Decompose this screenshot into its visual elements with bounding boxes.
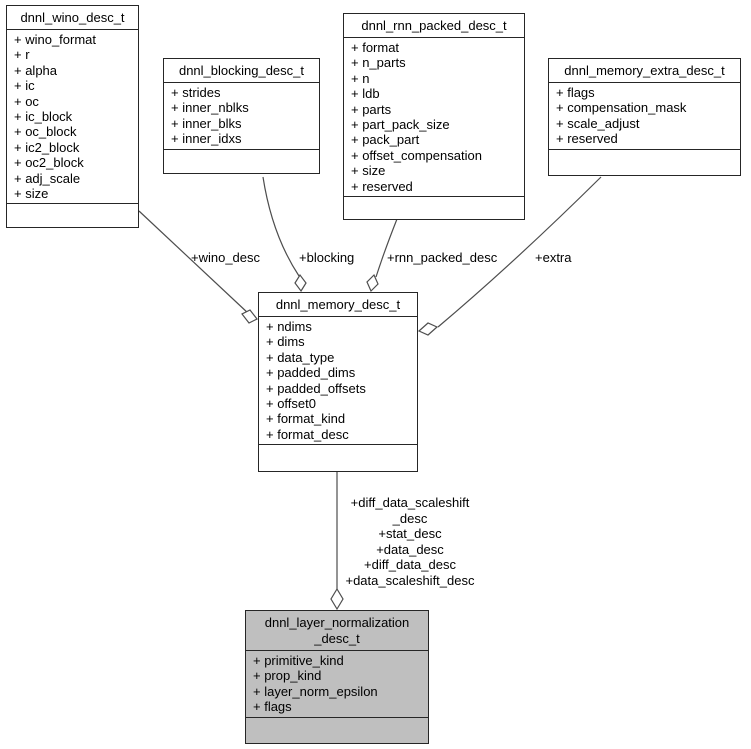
edge-label-wino-desc: +wino_desc (191, 250, 261, 265)
field: + oc (14, 93, 39, 109)
edge-blocking (262, 176, 300, 277)
class-node-dnnl-memory-extra-desc-t[interactable]: dnnl_memory_extra_desc_t + flags + compe… (548, 58, 741, 176)
class-node-dnnl-memory-desc-t[interactable]: dnnl_memory_desc_t + ndims + dims + data… (258, 292, 418, 472)
aggregation-diamond-icon (417, 322, 439, 336)
class-methods-empty (7, 203, 138, 227)
field: + adj_scale (14, 170, 81, 186)
edge-label-line: +data_desc (376, 541, 444, 557)
field: + inner_blks (171, 115, 242, 131)
field: + dims (266, 334, 305, 350)
field: + pack_part (351, 132, 420, 148)
field: + compensation_mask (556, 100, 687, 116)
aggregation-diamond-icon (241, 309, 258, 324)
field: + r (14, 47, 30, 63)
class-node-dnnl-blocking-desc-t[interactable]: dnnl_blocking_desc_t + strides + inner_n… (163, 58, 320, 174)
field: + alpha (14, 62, 58, 78)
edge-label-line: +diff_data_scaleshift (350, 495, 470, 510)
class-fields: + strides + inner_nblks + inner_blks + i… (164, 83, 319, 149)
field: + parts (351, 101, 392, 117)
aggregation-diamond-icon (294, 273, 307, 293)
field: + flags (253, 699, 292, 715)
class-fields: + primitive_kind + prop_kind + layer_nor… (246, 651, 428, 717)
edge-label-line: +diff_data_desc (364, 557, 456, 572)
edge-label-rnn-packed-desc: +rnn_packed_desc (387, 250, 498, 265)
class-fields: + wino_format + r + alpha + ic + oc + ic… (7, 30, 138, 203)
class-methods-empty (549, 148, 740, 175)
class-methods-empty (246, 716, 428, 743)
class-title-line1: dnnl_layer_normalization (264, 615, 410, 630)
field: + offset_compensation (351, 147, 482, 163)
aggregation-diamond-icon (366, 273, 379, 293)
edge-extra (437, 176, 602, 328)
field: + part_pack_size (351, 117, 450, 133)
field: + ic_block (14, 109, 73, 125)
field: + inner_nblks (171, 100, 249, 116)
class-fields: + flags + compensation_mask + scale_adju… (549, 83, 740, 149)
field: + ic (14, 78, 35, 94)
edge-label-extra: +extra (535, 250, 572, 265)
field: + layer_norm_epsilon (253, 683, 378, 699)
class-title: dnnl_layer_normalization _desc_t (246, 611, 428, 651)
field: + strides (171, 85, 221, 100)
field: + prop_kind (253, 668, 322, 684)
field: + n_parts (351, 55, 406, 71)
class-node-dnnl-layer-normalization-desc-t[interactable]: dnnl_layer_normalization _desc_t + primi… (245, 610, 429, 744)
field: + ic2_block (14, 139, 80, 155)
field: + reserved (556, 131, 618, 147)
field: + format_kind (266, 411, 346, 427)
edge-rnn-packed-desc (375, 218, 398, 278)
class-title: dnnl_memory_extra_desc_t (549, 59, 740, 83)
field: + size (14, 186, 49, 202)
class-title: dnnl_blocking_desc_t (164, 59, 319, 83)
class-fields: + format + n_parts + n + ldb + parts + p… (344, 38, 524, 196)
class-methods-empty (344, 196, 524, 219)
field: + padded_offsets (266, 380, 366, 396)
edge-label-line: _desc (392, 510, 428, 526)
field: + size (351, 163, 386, 179)
class-methods-empty (259, 444, 417, 471)
class-node-dnnl-wino-desc-t[interactable]: dnnl_wino_desc_t + wino_format + r + alp… (6, 5, 139, 228)
field: + ldb (351, 86, 380, 102)
field: + format_desc (266, 426, 349, 442)
field: + primitive_kind (253, 653, 344, 668)
class-methods-empty (164, 148, 319, 173)
class-title: dnnl_rnn_packed_desc_t (344, 14, 524, 38)
field: + offset0 (266, 396, 316, 412)
class-fields: + ndims + dims + data_type + padded_dims… (259, 317, 417, 444)
field: + n (351, 70, 370, 86)
field: + reserved (351, 178, 413, 194)
field: + wino_format (14, 32, 97, 47)
edge-label-line: +data_scaleshift_desc (345, 572, 475, 588)
class-title: dnnl_memory_desc_t (259, 293, 417, 317)
field: + padded_dims (266, 365, 356, 381)
field: + data_type (266, 349, 335, 365)
aggregation-diamond-icon (330, 587, 344, 611)
field: + scale_adjust (556, 115, 640, 131)
field: + oc_block (14, 124, 77, 140)
field: + flags (556, 85, 595, 100)
field: + inner_idxs (171, 131, 242, 147)
edge-label-blocking: +blocking (299, 250, 355, 265)
class-node-dnnl-rnn-packed-desc-t[interactable]: dnnl_rnn_packed_desc_t + format + n_part… (343, 13, 525, 220)
field: + ndims (266, 319, 312, 334)
field: + oc2_block (14, 155, 84, 171)
class-title: dnnl_wino_desc_t (7, 6, 138, 30)
edge-wino-desc (138, 210, 250, 315)
field: + format (351, 40, 400, 55)
edge-label-line: +stat_desc (378, 526, 442, 541)
edge-label-memory-to-layer-norm: +diff_data_scaleshift _desc +stat_desc +… (334, 495, 486, 588)
class-title-line2: _desc_t (314, 631, 360, 646)
